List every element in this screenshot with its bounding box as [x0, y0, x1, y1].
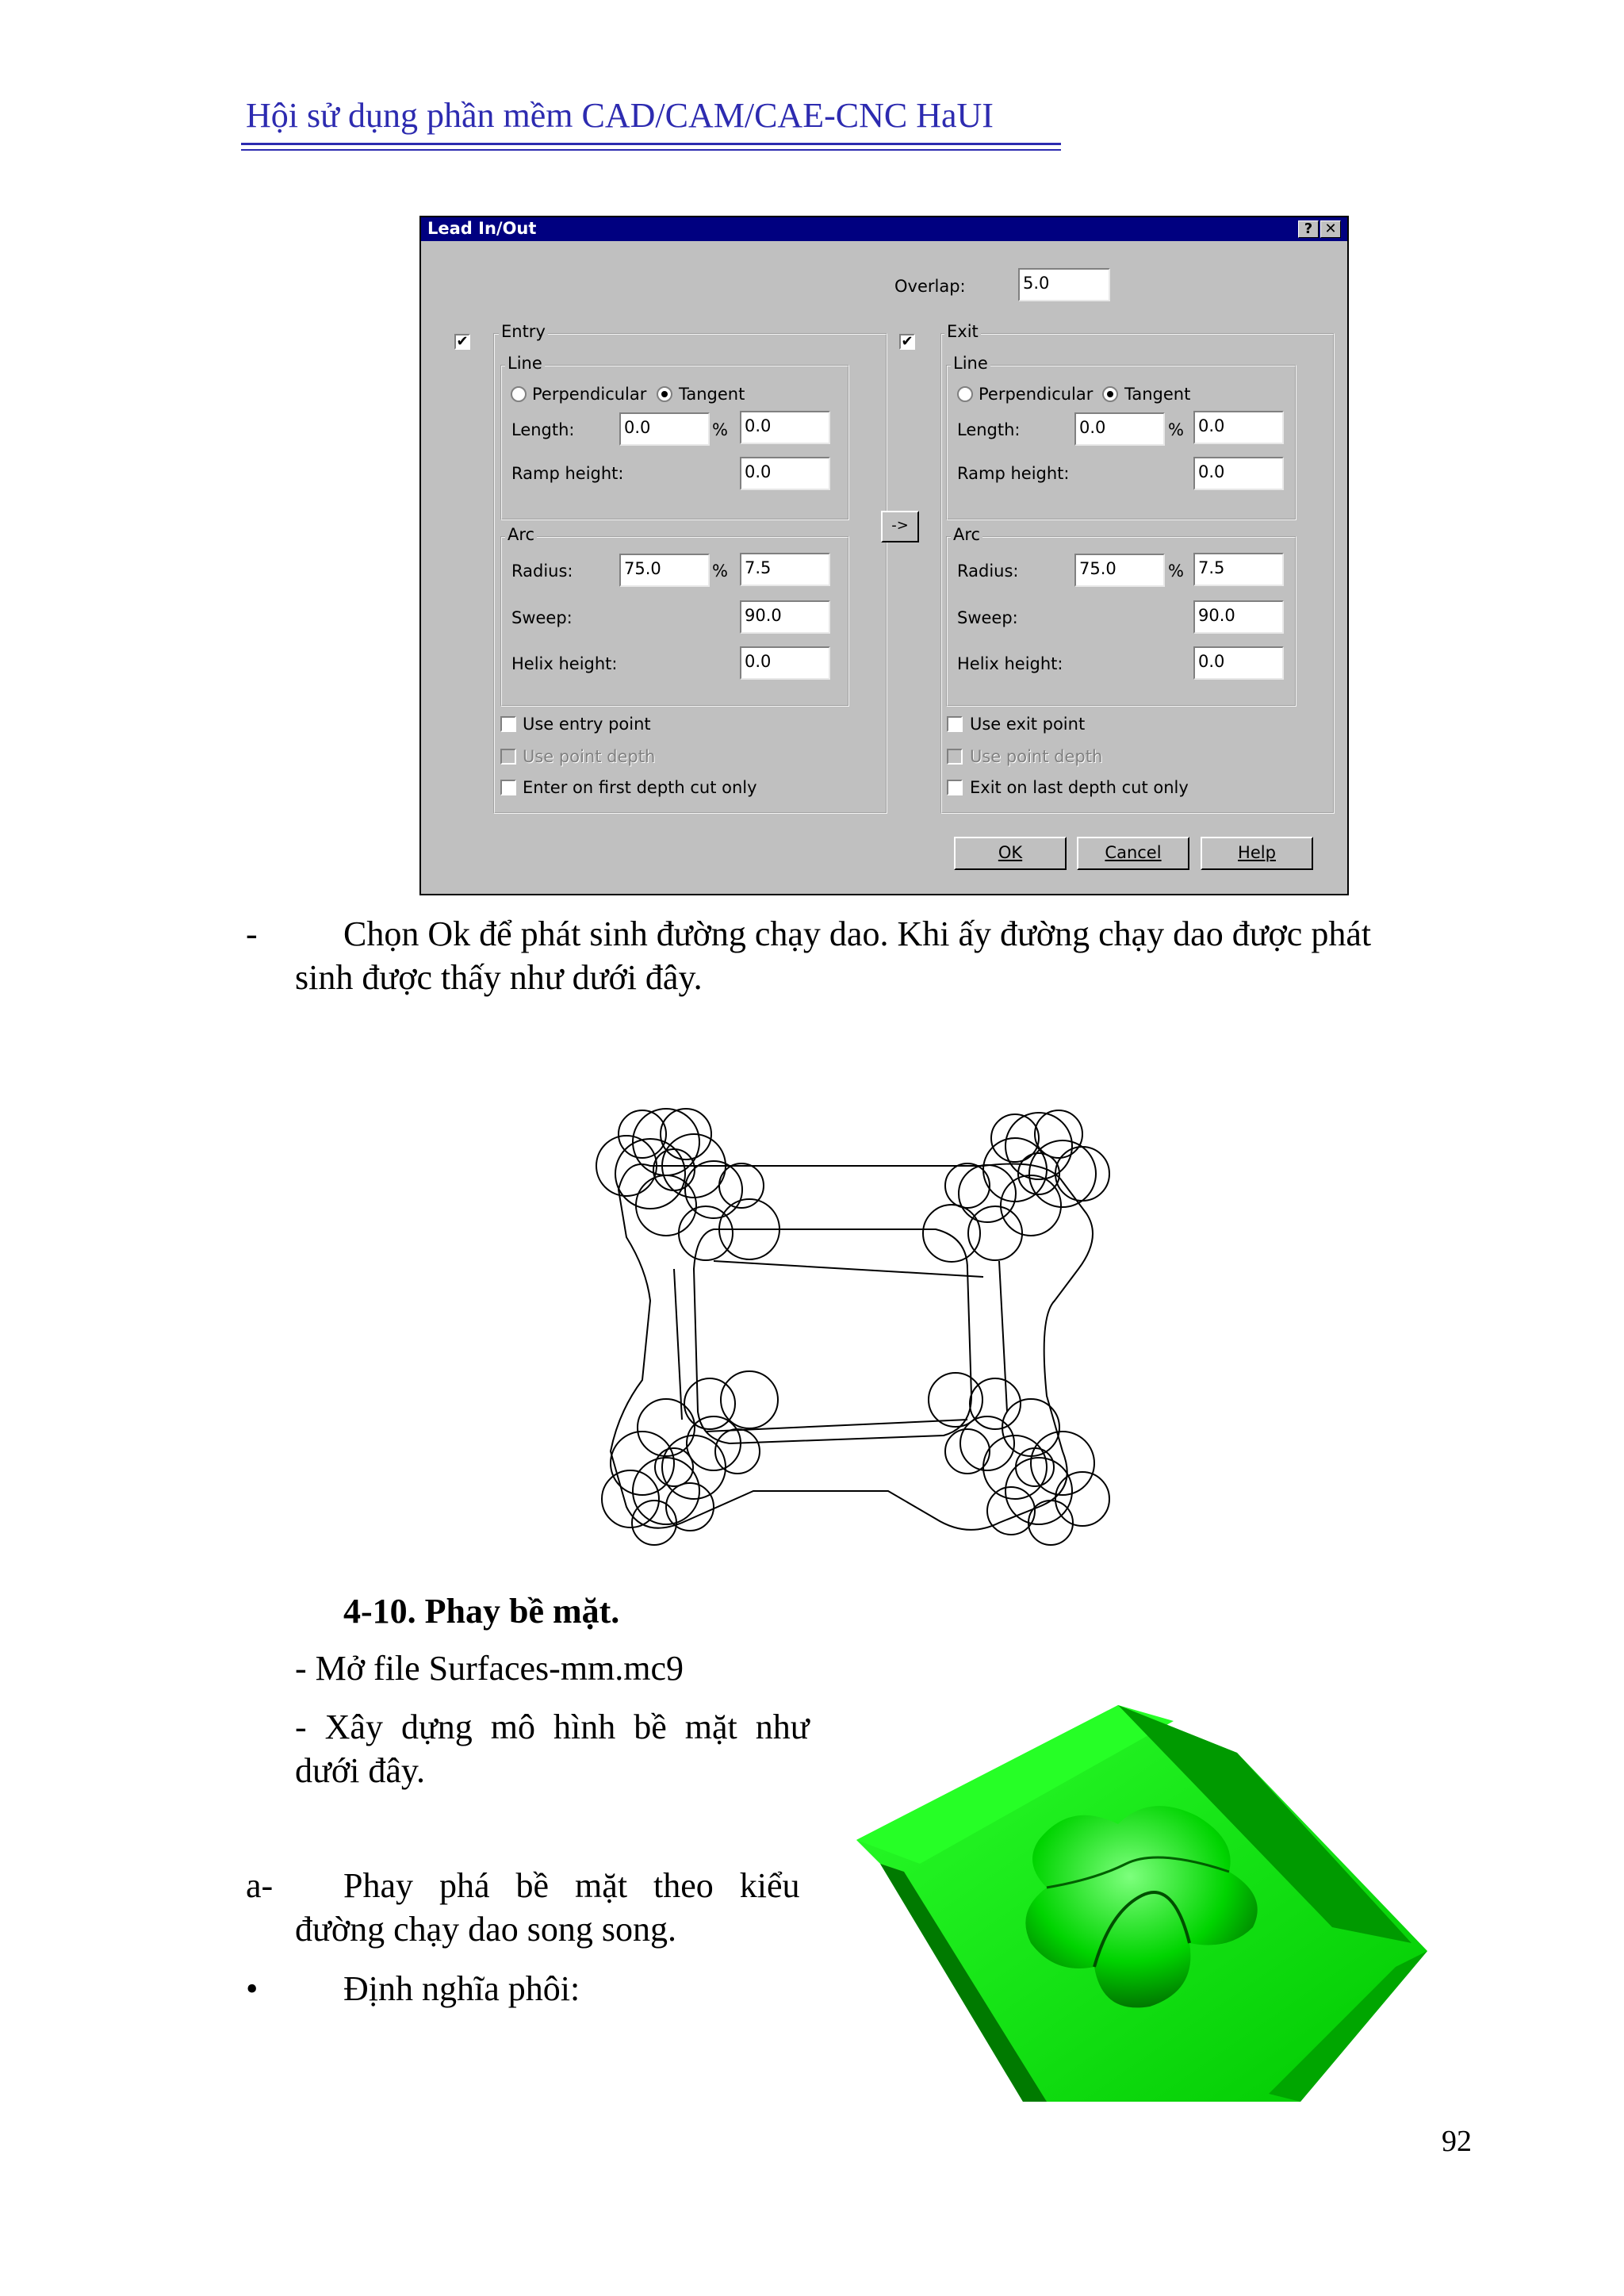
exit-ramp-label: Ramp height:: [957, 464, 1070, 483]
enter-first-depth-label: Enter on first depth cut only: [523, 778, 757, 797]
surface-model-image: [856, 1705, 1427, 2102]
page-number: 92: [1442, 2125, 1472, 2158]
exit-helix-field[interactable]: 0.0: [1193, 646, 1284, 680]
exit-checkbox[interactable]: ✔: [899, 334, 915, 350]
help-icon[interactable]: ?: [1298, 220, 1319, 238]
entry-length-percent-field[interactable]: 0.0: [740, 411, 830, 444]
toolpath-drawing: [596, 1108, 1110, 1546]
entry-tangent-radio[interactable]: [657, 386, 672, 402]
exit-last-depth-label: Exit on last depth cut only: [970, 778, 1189, 797]
entry-ramp-label: Ramp height:: [511, 464, 624, 483]
exit-tangent-label: Tangent: [1124, 385, 1191, 404]
entry-helix-label: Helix height:: [511, 654, 618, 673]
exit-line-label: Line: [951, 354, 990, 373]
use-entry-point-checkbox[interactable]: [500, 716, 516, 732]
entry-line-group: [500, 365, 849, 520]
bullet-dash: -: [246, 914, 258, 953]
entry-arc-label: Arc: [505, 525, 538, 544]
entry-tangent-label: Tangent: [679, 385, 745, 404]
overlap-field[interactable]: 5.0: [1018, 268, 1110, 301]
exit-percent-symbol: %: [1168, 420, 1184, 439]
ok-button[interactable]: OK: [954, 837, 1067, 870]
exit-helix-label: Helix height:: [957, 654, 1063, 673]
entry-use-point-depth-checkbox[interactable]: [500, 749, 516, 765]
exit-group: [940, 333, 1335, 814]
exit-perpendicular-label: Perpendicular: [979, 385, 1094, 404]
exit-length-label: Length:: [957, 420, 1021, 439]
exit-radius-label: Radius:: [957, 562, 1019, 581]
entry-perpendicular-radio[interactable]: [511, 386, 527, 402]
entry-checkbox[interactable]: ✔: [454, 334, 470, 350]
exit-radius-percent-symbol: %: [1168, 562, 1184, 581]
page-header: Hội sử dụng phần mềm CAD/CAM/CAE-CNC HaU…: [246, 96, 994, 135]
exit-last-depth-checkbox[interactable]: [947, 780, 963, 795]
exit-use-point-depth-checkbox[interactable]: [947, 749, 963, 765]
use-exit-point-label: Use exit point: [970, 715, 1086, 734]
entry-radius-label: Radius:: [511, 562, 573, 581]
exit-radius-percent-field[interactable]: 7.5: [1193, 553, 1284, 586]
use-exit-point-checkbox[interactable]: [947, 716, 963, 732]
exit-group-label: Exit: [944, 322, 981, 341]
exit-sweep-label: Sweep:: [957, 608, 1018, 627]
exit-arc-label: Arc: [951, 525, 983, 544]
enter-first-depth-checkbox[interactable]: [500, 780, 516, 795]
header-underline: [241, 143, 1061, 145]
paragraph-line: Phay phá bề mặt theo kiểu: [343, 1866, 800, 1905]
lead-in-out-dialog: Lead In/Out ? ✕ Overlap: 5.0 ✔ Entry Lin…: [419, 216, 1349, 895]
paragraph-line: Chọn Ok để phát sinh đường chạy dao. Khi…: [343, 914, 1372, 953]
exit-arc-group: [946, 536, 1297, 707]
entry-radius-percent-field[interactable]: 7.5: [740, 553, 830, 586]
overlap-label: Overlap:: [894, 277, 966, 296]
exit-sweep-field[interactable]: 90.0: [1193, 600, 1284, 634]
entry-arc-group: [500, 536, 849, 707]
entry-percent-symbol: %: [712, 420, 728, 439]
entry-length-field[interactable]: 0.0: [619, 412, 710, 446]
exit-length-field[interactable]: 0.0: [1074, 412, 1165, 446]
exit-use-point-depth-label: Use point depth: [970, 747, 1103, 766]
entry-line-label: Line: [505, 354, 545, 373]
help-button[interactable]: Help: [1201, 837, 1313, 870]
header-underline-2: [241, 149, 1061, 151]
paragraph-line: sinh được thấy như dưới đây.: [295, 958, 703, 997]
entry-radius-percent-symbol: %: [712, 562, 728, 581]
dialog-title: Lead In/Out: [427, 219, 537, 238]
entry-group: [493, 333, 887, 814]
dialog-titlebar: Lead In/Out ? ✕: [421, 217, 1347, 241]
exit-line-group: [946, 365, 1297, 520]
paragraph-line: dưới đây.: [295, 1751, 426, 1790]
exit-perpendicular-radio[interactable]: [957, 386, 973, 402]
paragraph-line: - Mở file Surfaces-mm.mc9: [295, 1649, 684, 1688]
bullet-dot: •: [246, 1969, 259, 2008]
exit-length-percent-field[interactable]: 0.0: [1193, 411, 1284, 444]
entry-use-point-depth-label: Use point depth: [523, 747, 656, 766]
entry-sweep-field[interactable]: 90.0: [740, 600, 830, 634]
use-entry-point-label: Use entry point: [523, 715, 651, 734]
exit-tangent-radio[interactable]: [1102, 386, 1118, 402]
exit-ramp-field[interactable]: 0.0: [1193, 457, 1284, 490]
entry-sweep-label: Sweep:: [511, 608, 573, 627]
entry-perpendicular-label: Perpendicular: [532, 385, 647, 404]
paragraph-line: đường chạy dao song song.: [295, 1910, 676, 1949]
entry-length-label: Length:: [511, 420, 575, 439]
list-marker: a-: [246, 1866, 274, 1905]
entry-group-label: Entry: [499, 322, 548, 341]
exit-radius-field[interactable]: 75.0: [1074, 554, 1165, 587]
copy-entry-to-exit-button[interactable]: ->: [881, 511, 919, 542]
entry-ramp-field[interactable]: 0.0: [740, 457, 830, 490]
entry-radius-field[interactable]: 75.0: [619, 554, 710, 587]
section-heading: 4-10. Phay bề mặt.: [343, 1592, 620, 1631]
cancel-button[interactable]: Cancel: [1077, 837, 1189, 870]
close-icon[interactable]: ✕: [1320, 220, 1341, 238]
paragraph-line: - Xây dựng mô hình bề mặt như: [295, 1708, 810, 1746]
entry-helix-field[interactable]: 0.0: [740, 646, 830, 680]
paragraph-line: Định nghĩa phôi:: [343, 1969, 580, 2008]
